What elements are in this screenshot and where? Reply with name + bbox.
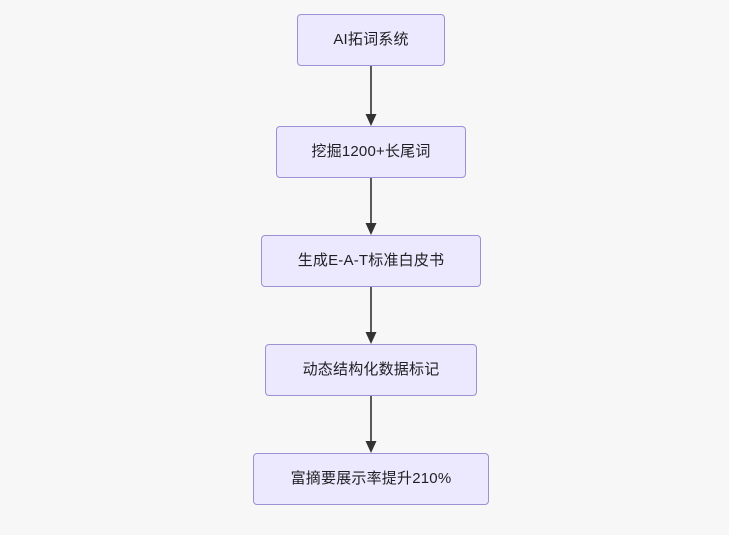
edge-n4-n5 [355,394,387,456]
node-mine-longtail-keywords[interactable]: 挖掘1200+长尾词 [276,126,466,178]
node-dynamic-structured-data-markup[interactable]: 动态结构化数据标记 [265,344,477,396]
edge-n1-n2 [355,64,387,128]
edge-n2-n3 [355,176,387,238]
node-rich-snippet-rate-increase[interactable]: 富摘要展示率提升210% [253,453,489,505]
node-generate-eat-whitepaper[interactable]: 生成E-A-T标准白皮书 [261,235,481,287]
edge-n3-n4 [355,285,387,347]
node-ai-keyword-system[interactable]: AI拓词系统 [297,14,445,66]
